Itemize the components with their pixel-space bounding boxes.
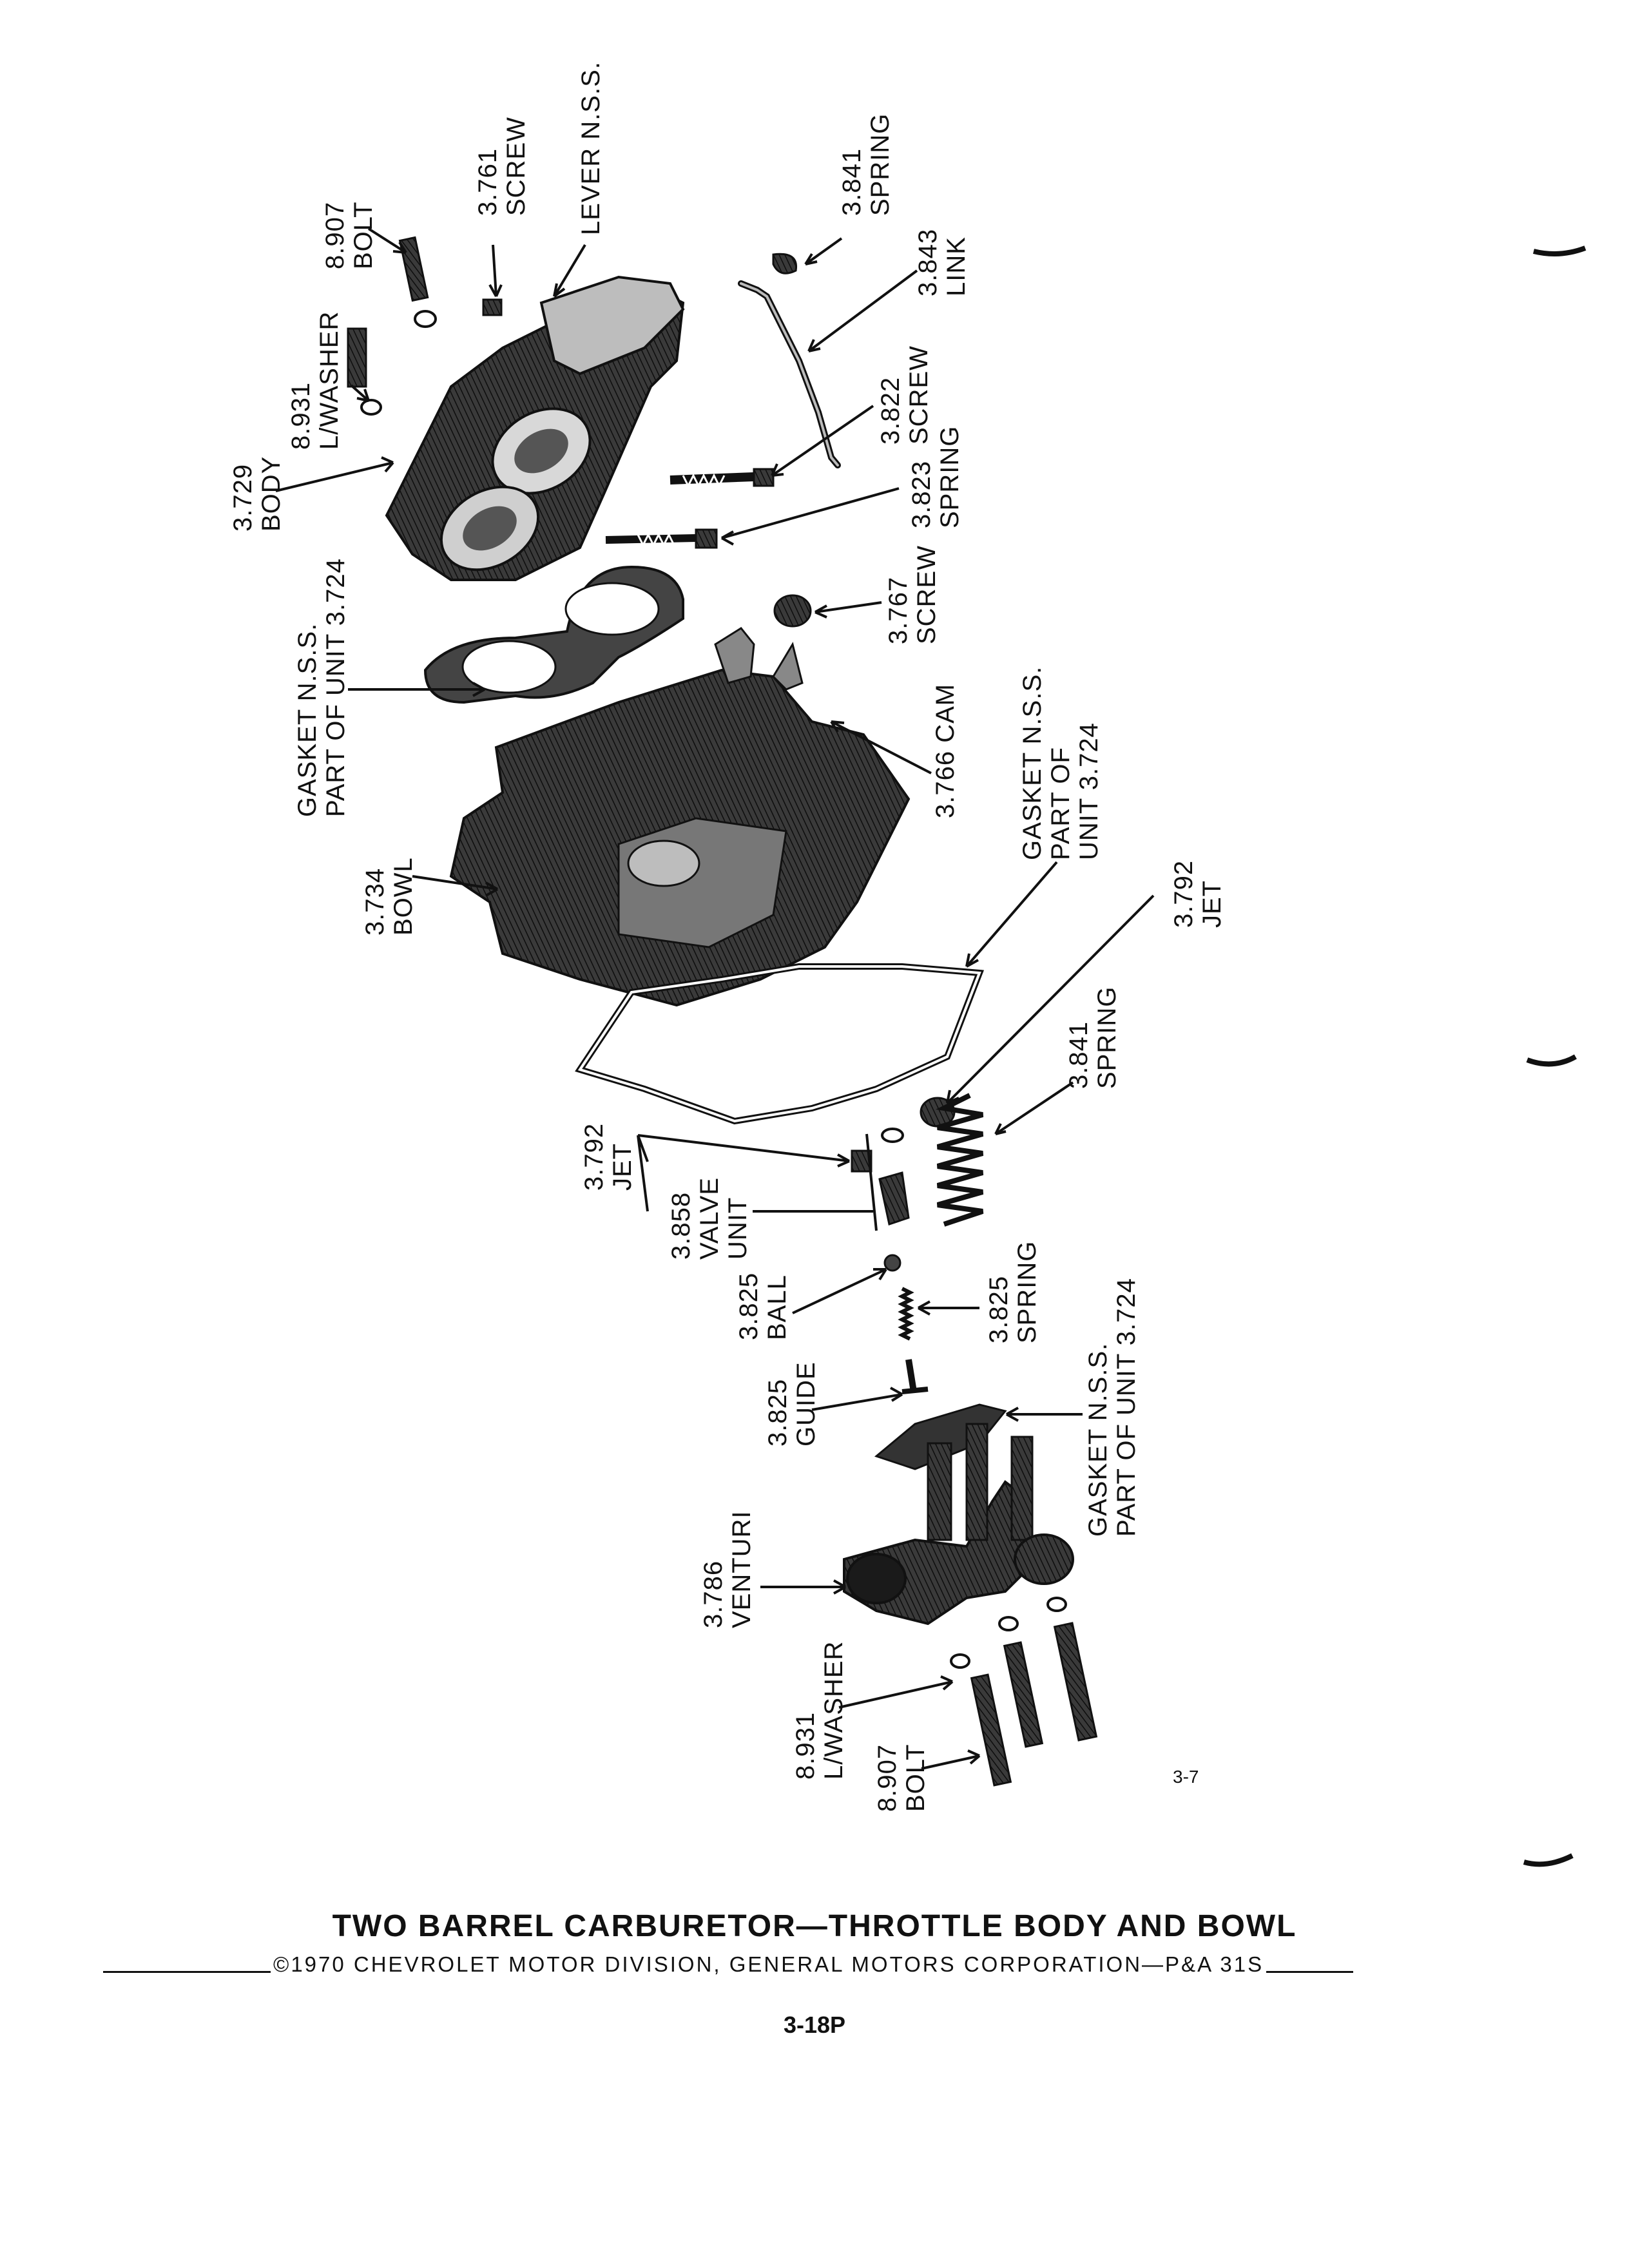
- label-gasket-mid: GASKET N.S.S. PART OF UNIT 3.724: [1018, 666, 1103, 860]
- label-bolt-bottom: 8.907 BOLT: [873, 1744, 930, 1812]
- label-bowl: 3.734 BOWL: [361, 857, 418, 936]
- label-valve-unit: 3.858 VALVE UNIT: [667, 1177, 752, 1260]
- label-bolt-top: 8.907 BOLT: [321, 201, 378, 269]
- label-lever: LEVER N.S.S.: [577, 61, 605, 235]
- lwasher-8931-top: [347, 327, 382, 416]
- link-3843: [738, 280, 841, 468]
- copyright-text: ©1970 CHEVROLET MOTOR DIVISION, GENERAL …: [273, 1952, 1264, 1976]
- screw-3761: [482, 298, 503, 316]
- scan-mark-1: [1533, 245, 1586, 256]
- guide-3825: [901, 1359, 929, 1394]
- label-spring-3841-top: 3.841 SPRING: [838, 113, 894, 216]
- label-lwasher-top: 8.931 L/WASHER: [287, 311, 343, 450]
- page-number: 3-18P: [783, 2012, 846, 2038]
- valve-3858: [878, 1171, 910, 1225]
- spring-3825: [898, 1287, 914, 1341]
- label-screw-3761: 3.761 SCREW: [474, 117, 530, 216]
- bolt-8907-top: [398, 236, 437, 328]
- leader-lines: [275, 227, 1155, 1770]
- label-jet-left: 3.792 JET: [580, 1122, 637, 1191]
- venturi-3786: [843, 1423, 1074, 1626]
- left-rule: [103, 1971, 271, 1973]
- bowl-3734: [449, 627, 911, 1007]
- scan-mark-3: [1523, 1853, 1574, 1867]
- label-cam: 3.766 CAM: [931, 683, 959, 818]
- copyright-line: ©1970 CHEVROLET MOTOR DIVISION, GENERAL …: [103, 1952, 1353, 1977]
- gasket-mid: [575, 963, 985, 1125]
- scan-mark-2: [1526, 1054, 1577, 1067]
- figure-number: 3-7: [1173, 1767, 1199, 1787]
- label-spring-3841-mid: 3.841 SPRING: [1065, 986, 1121, 1089]
- label-body: 3.729 BODY: [229, 456, 285, 532]
- label-gasket-top: GASKET N.S.S. PART OF UNIT 3.724: [293, 558, 350, 817]
- label-gasket-bottom: GASKET N.S.S. PART OF UNIT 3.724: [1084, 1278, 1141, 1537]
- spring-3823: [605, 528, 718, 549]
- label-jet-right: 3.792 JET: [1170, 860, 1226, 928]
- label-screw-3767: 3.767 SCREW: [884, 545, 941, 644]
- spring-clip-3841-top: [772, 253, 798, 274]
- spring-3841-mid: [936, 1093, 984, 1227]
- label-venturi: 3.786 VENTURI: [699, 1510, 756, 1628]
- diagram-title: TWO BARREL CARBURETOR—THROTTLE BODY AND …: [332, 1909, 1297, 1943]
- gasket-bottom: [874, 1403, 1007, 1470]
- label-guide: 3.825 GUIDE: [764, 1361, 820, 1446]
- screw-3822: [670, 468, 775, 488]
- ball-3825: [883, 1254, 901, 1272]
- bolts-8907-bottom: [950, 1597, 1098, 1787]
- label-spring-3823: 3.823 SPRING: [907, 425, 964, 528]
- right-rule: [1266, 1971, 1353, 1973]
- gasket-top: [423, 565, 684, 704]
- jet-3792-left: [851, 1128, 904, 1173]
- screw-3767: [773, 594, 812, 628]
- label-link: 3.843 LINK: [914, 228, 970, 296]
- label-lwasher-bottom: 8.931 L/WASHER: [791, 1640, 848, 1780]
- label-spring-3825: 3.825 SPRING: [985, 1240, 1041, 1343]
- throttle-body-part: [385, 275, 685, 581]
- label-ball: 3.825 BALL: [735, 1272, 791, 1340]
